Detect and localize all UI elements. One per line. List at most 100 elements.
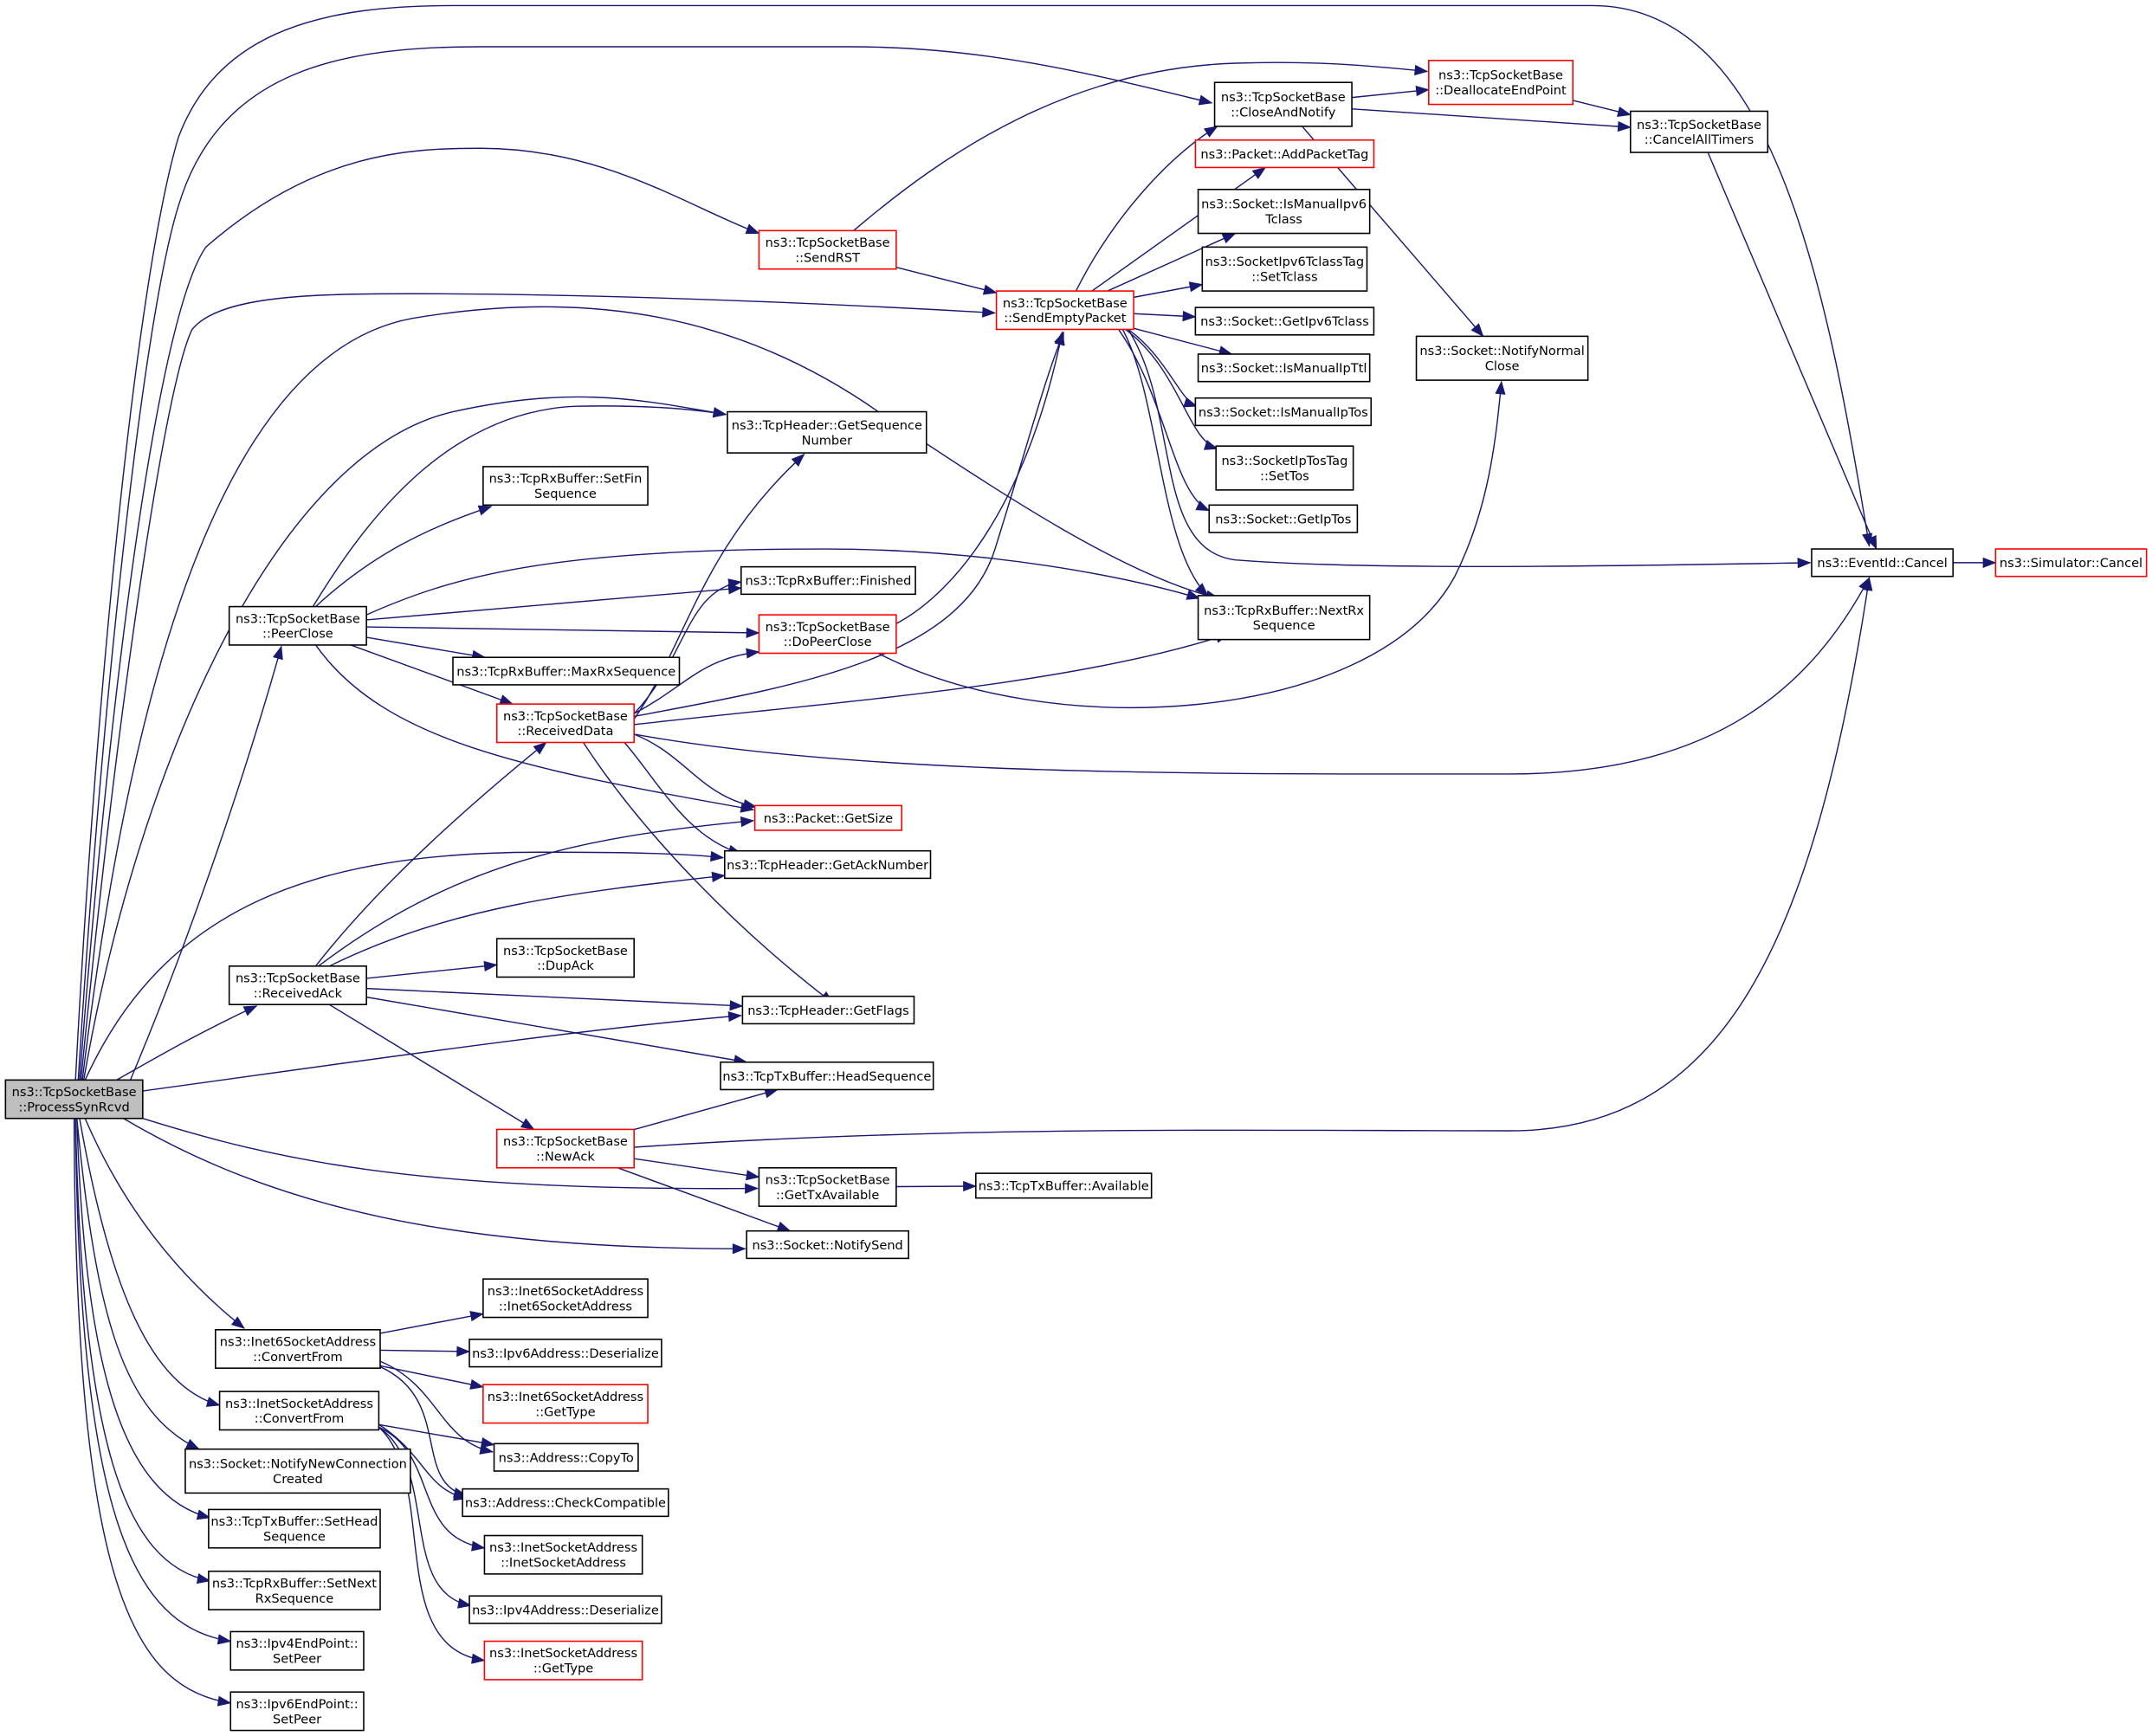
arrowhead-icon [963, 1180, 977, 1192]
edge-line [366, 996, 747, 1063]
node-send-empty-packet[interactable]: ns3::TcpSocketBase::SendEmptyPacket [995, 290, 1134, 331]
node-inet-convert-from[interactable]: ns3::InetSocketAddress::ConvertFrom [218, 1391, 380, 1431]
node-is-manual-ip-tos[interactable]: ns3::Socket::IsManualIpTos [1194, 397, 1373, 427]
node-do-peer-close[interactable]: ns3::TcpSocketBase::DoPeerClose [758, 614, 897, 655]
edge-line [116, 1005, 257, 1081]
node-get-ip-tos[interactable]: ns3::Socket::GetIpTos [1208, 504, 1359, 533]
node-check-compatible[interactable]: ns3::Address::CheckCompatible [462, 1488, 669, 1518]
node-ipv6-deserialize[interactable]: ns3::Ipv6Address::Deserialize [469, 1339, 662, 1368]
edge-line [633, 1088, 779, 1131]
node-inet6-get-type[interactable]: ns3::Inet6SocketAddress::GetType [482, 1384, 649, 1424]
node-label: Tclass [1264, 212, 1302, 227]
node-add-packet-tag[interactable]: ns3::Packet::AddPacketTag [1194, 139, 1375, 169]
node-label: ::ReceivedAck [254, 986, 343, 1001]
node-label: ns3::Address::CopyTo [499, 1450, 634, 1465]
node-tx-available[interactable]: ns3::TcpTxBuffer::Available [975, 1172, 1153, 1199]
arrowhead-icon [740, 816, 755, 828]
node-label: ::PeerClose [262, 627, 333, 642]
node-dup-ack[interactable]: ns3::TcpSocketBase::DupAck [495, 938, 635, 978]
arrowhead-icon [727, 1011, 742, 1023]
node-inet-get-type[interactable]: ns3::InetSocketAddress::GetType [483, 1640, 643, 1681]
node-label: ns3::TcpHeader::GetSequence [732, 418, 922, 433]
arrowhead-icon [230, 1316, 245, 1329]
edge-received-ack-to-received-data [314, 741, 547, 967]
edge-process-syn-rcvd-to-send-empty-packet [80, 293, 997, 1081]
node-deallocate-end-point[interactable]: ns3::TcpSocketBase::DeallocateEndPoint [1428, 60, 1574, 106]
edge-line [853, 61, 1428, 231]
node-received-ack[interactable]: ns3::TcpSocketBase::ReceivedAck [228, 965, 367, 1005]
node-received-data[interactable]: ns3::TcpSocketBase::ReceivedData [495, 703, 635, 744]
node-ipv4-deserialize[interactable]: ns3::Ipv4Address::Deserialize [469, 1595, 662, 1624]
node-label: ns3::TcpSocketBase [766, 620, 890, 635]
arrowhead-icon [1186, 590, 1201, 600]
node-head-sequence[interactable]: ns3::TcpTxBuffer::HeadSequence [720, 1061, 934, 1091]
edge-line [378, 1423, 494, 1446]
edge-received-ack-to-get-ack-number [329, 871, 726, 967]
edge-new-ack-to-head-sequence [633, 1087, 779, 1131]
node-label: ns3::Inet6SocketAddress [488, 1390, 643, 1404]
node-cancel-all-timers[interactable]: ns3::TcpSocketBase::CancelAllTimers [1629, 110, 1769, 153]
node-ipv4-set-peer[interactable]: ns3::Ipv4EndPoint::SetPeer [229, 1630, 365, 1671]
arrowhead-icon [1415, 85, 1430, 97]
node-notify-send[interactable]: ns3::Socket::NotifySend [746, 1229, 909, 1260]
edge-process-syn-rcvd-to-send-rst [79, 147, 760, 1081]
node-ipv6-set-peer[interactable]: ns3::Ipv6EndPoint::SetPeer [229, 1691, 365, 1732]
node-label: ::GetTxAvailable [776, 1188, 879, 1203]
arrowhead-icon [483, 960, 498, 971]
node-box [469, 1595, 662, 1624]
node-box [228, 605, 367, 646]
edge-inet6-convert-from-to-inet6-get-type [379, 1365, 484, 1390]
node-label: ns3::TcpSocketBase [503, 709, 628, 724]
node-inet6-ctor[interactable]: ns3::Inet6SocketAddress::Inet6SocketAddr… [482, 1278, 649, 1319]
node-label: ns3::TcpSocketBase [766, 236, 890, 250]
node-finished[interactable]: ns3::TcpRxBuffer::Finished [740, 565, 916, 596]
node-set-tclass[interactable]: ns3::SocketIpv6TclassTag::SetTclass [1201, 246, 1368, 292]
node-simulator-cancel[interactable]: ns3::Simulator::Cancel [1994, 548, 2148, 578]
node-label: ::ReceivedData [517, 724, 613, 739]
edge-line [84, 1118, 245, 1329]
node-peer-close[interactable]: ns3::TcpSocketBase::PeerClose [228, 605, 367, 646]
node-inet-ctor[interactable]: ns3::InetSocketAddress::InetSocketAddres… [483, 1534, 643, 1575]
edge-peer-close-to-get-sequence-number [312, 405, 727, 607]
node-label: ::NewAck [536, 1150, 595, 1165]
node-get-flags[interactable]: ns3::TcpHeader::GetFlags [741, 995, 915, 1025]
node-new-ack[interactable]: ns3::TcpSocketBase::NewAck [495, 1128, 635, 1169]
node-max-rx-sequence[interactable]: ns3::TcpRxBuffer::MaxRxSequence [452, 656, 681, 686]
node-label: ns3::TcpSocketBase [766, 1172, 890, 1187]
node-box [218, 1391, 380, 1431]
edge-line [582, 742, 834, 1004]
node-get-ack-number[interactable]: ns3::TcpHeader::GetAckNumber [723, 849, 932, 880]
node-get-tx-available[interactable]: ns3::TcpSocketBase::GetTxAvailable [758, 1166, 897, 1207]
node-send-rst[interactable]: ns3::TcpSocketBase::SendRST [758, 229, 897, 270]
edge-line [315, 506, 492, 608]
edge-process-syn-rcvd-to-get-ack-number [84, 850, 725, 1081]
edge-received-ack-to-dup-ack [366, 960, 498, 979]
node-inet6-convert-from[interactable]: ns3::Inet6SocketAddress::ConvertFrom [215, 1328, 381, 1369]
node-copy-to[interactable]: ns3::Address::CopyTo [493, 1442, 639, 1472]
node-event-id-cancel[interactable]: ns3::EventId::Cancel [1811, 548, 1954, 578]
edge-line [142, 1015, 741, 1092]
edge-line [74, 1118, 210, 1582]
edge-received-ack-to-head-sequence [366, 996, 748, 1066]
node-get-ipv6-tclass[interactable]: ns3::Socket::GetIpv6Tclass [1194, 307, 1375, 336]
arrowhead-icon [710, 850, 725, 862]
arrowhead-icon [746, 1170, 760, 1181]
edge-line [366, 987, 743, 1007]
node-label: ns3::TcpSocketBase [503, 1134, 628, 1149]
node-label: Sequence [534, 487, 597, 501]
node-is-manual-ip-ttl[interactable]: ns3::Socket::IsManualIpTtl [1197, 353, 1371, 383]
node-box [1415, 335, 1589, 381]
node-set-tos[interactable]: ns3::SocketIpTosTag::SetTos [1215, 445, 1354, 491]
node-label: ns3::Ipv6EndPoint:: [236, 1697, 359, 1712]
node-close-and-notify[interactable]: ns3::TcpSocketBase::CloseAndNotify [1213, 81, 1353, 127]
edge-line [1128, 329, 1811, 568]
node-get-size[interactable]: ns3::Packet::GetSize [753, 804, 903, 831]
